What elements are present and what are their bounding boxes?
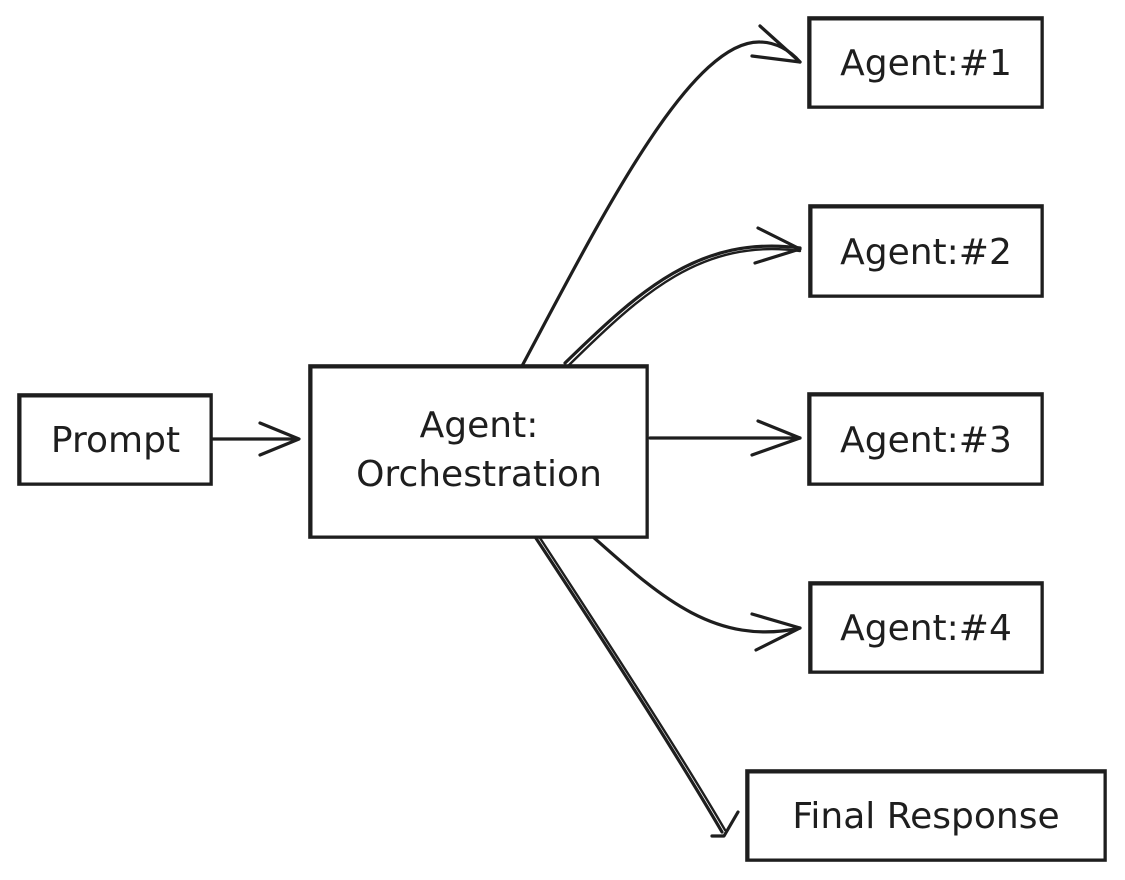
edge-prompt-to-orchestrator	[210, 421, 301, 457]
node-prompt-label: Prompt	[51, 420, 180, 461]
node-final-response-label: Final Response	[792, 796, 1059, 837]
node-agent-2-label: Agent:#2	[840, 232, 1012, 273]
edge-orchestrator-to-final-response	[518, 510, 740, 838]
edge-orchestrator-to-agent-3	[648, 419, 802, 457]
node-agent-2: Agent:#2	[808, 204, 1044, 298]
node-prompt: Prompt	[17, 393, 213, 486]
edge-orchestrator-to-agent-2	[563, 226, 802, 368]
node-agent-3: Agent:#3	[807, 392, 1044, 486]
node-agent-3-label: Agent:#3	[840, 420, 1012, 461]
node-agent-1-label: Agent:#1	[840, 43, 1012, 84]
edge-orchestrator-to-agent-1	[520, 24, 802, 368]
node-orchestrator: Agent: Orchestration	[308, 364, 649, 539]
node-agent-4-label: Agent:#4	[840, 608, 1012, 649]
node-orchestrator-label-line2: Orchestration	[356, 454, 602, 495]
node-agent-1: Agent:#1	[807, 16, 1044, 109]
node-orchestrator-label-line1: Agent:	[420, 405, 539, 446]
node-final-response: Final Response	[745, 769, 1107, 862]
node-agent-4: Agent:#4	[808, 581, 1044, 674]
